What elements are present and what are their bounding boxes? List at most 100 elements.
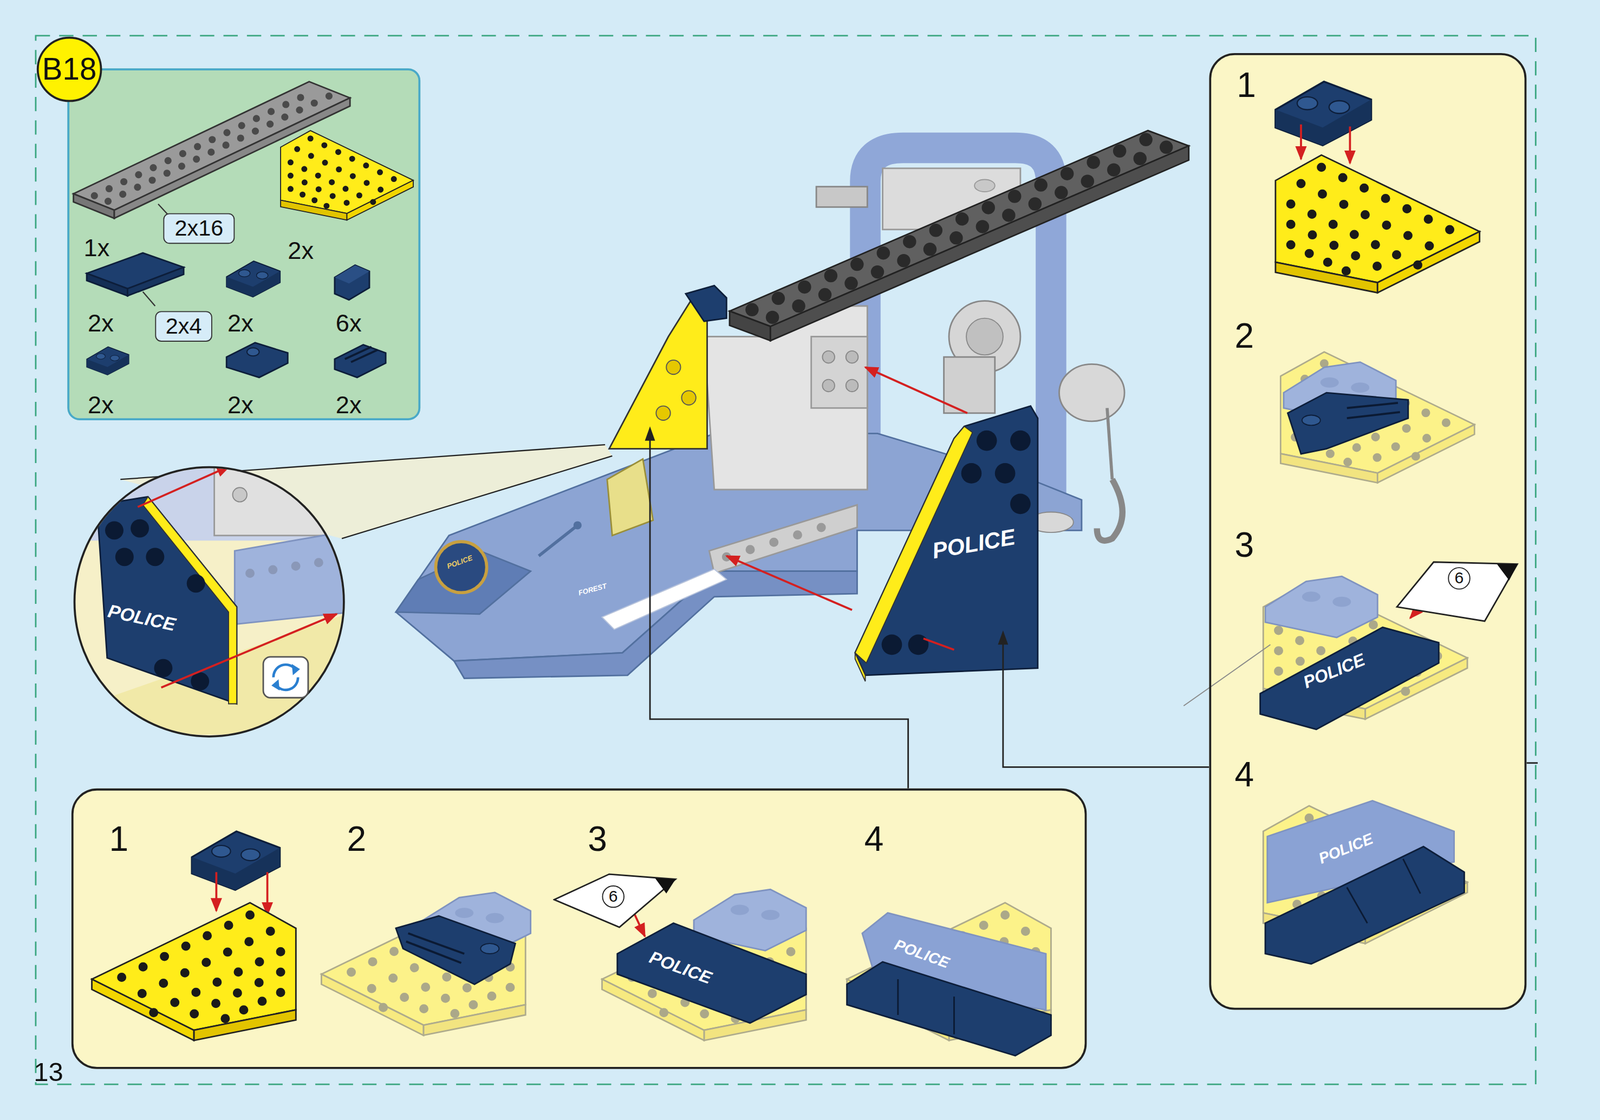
sub-steps-bottom <box>617 922 807 1024</box>
detail-inset <box>96 496 237 704</box>
vehicle-model <box>865 367 968 414</box>
vehicle-model <box>609 295 708 450</box>
sub-steps-right <box>1183 53 1527 1011</box>
page-frame <box>35 35 1536 1085</box>
parts-panel: 1x2x2x2x6x2x2x2x2x162x4 <box>67 68 421 421</box>
vehicle-model <box>846 350 859 364</box>
vehicle-model <box>685 285 727 322</box>
sub-steps-right <box>1402 859 1421 894</box>
vehicle-model <box>607 459 654 536</box>
vehicle-model <box>944 356 995 414</box>
sub-steps-bottom <box>847 961 1052 1056</box>
step-number: 3 <box>587 821 608 856</box>
vehicle-model <box>846 379 859 393</box>
parts-list <box>345 346 372 360</box>
sub-steps-right <box>1260 627 1440 730</box>
detail-inset <box>115 547 134 567</box>
vehicle-model <box>961 463 982 484</box>
sticker-number: 6 <box>1447 567 1471 590</box>
parts-list <box>142 291 156 307</box>
vehicle-model <box>726 520 845 558</box>
vehicle-model <box>1096 479 1123 541</box>
vehicle-model <box>1010 493 1031 515</box>
vehicle-model <box>966 318 1004 356</box>
vehicle-model <box>709 504 857 574</box>
page-frame <box>35 35 1536 1085</box>
detail-inset <box>214 438 337 536</box>
parts-list <box>226 342 288 378</box>
label-text: 2x4 <box>165 315 203 338</box>
parts-list <box>334 345 386 378</box>
sub-steps-bottom <box>406 941 462 964</box>
sub-steps-bottom <box>215 872 218 912</box>
sub-steps-right <box>1275 154 1480 293</box>
vehicle-model <box>435 541 487 593</box>
vehicle-model <box>994 463 1016 484</box>
detail-inset <box>234 530 353 624</box>
step-number: 4 <box>864 821 884 856</box>
part-count: 1x <box>83 235 110 260</box>
pointer-line <box>645 426 656 441</box>
vehicle-model <box>923 638 955 650</box>
label-text: 2x16 <box>174 217 224 240</box>
parts-list <box>280 130 414 220</box>
part-count: 6x <box>335 310 362 336</box>
parts-list <box>350 349 378 363</box>
vehicle-model <box>538 525 578 557</box>
vehicle-model <box>816 186 868 208</box>
detail-inset <box>341 456 613 539</box>
parts-list <box>334 265 370 301</box>
sub-steps-right <box>1265 846 1465 965</box>
detail-inset <box>137 466 230 507</box>
vehicle-model <box>881 634 903 655</box>
vehicle-model <box>770 145 1189 341</box>
step-badge: B18 <box>36 36 103 103</box>
vehicle-model <box>908 634 929 655</box>
sub-steps-bottom <box>953 996 955 1035</box>
pointer-line <box>1526 762 1538 764</box>
step-number: 1 <box>109 821 129 856</box>
vehicle-model <box>602 569 727 630</box>
sub-steps-right <box>1347 402 1398 408</box>
sticker-shape <box>1396 562 1518 622</box>
sticker-callout: 6 <box>553 870 678 933</box>
sticker-number: 6 <box>602 885 625 908</box>
detail-inset <box>145 547 165 567</box>
sub-steps-bottom <box>896 979 899 1016</box>
vehicle-model <box>822 350 835 364</box>
step-number: 4 <box>1234 756 1255 792</box>
sub-steps-right <box>1347 412 1401 419</box>
vehicle-model <box>729 130 1189 327</box>
vehicle-model <box>681 390 696 405</box>
sub-steps-right <box>1208 53 1527 1011</box>
substep-panel: 12346 <box>71 788 1087 1070</box>
vehicle-model <box>811 336 868 409</box>
part-count: 2x <box>287 238 314 264</box>
sticker-callout: 6 <box>1394 557 1520 624</box>
vehicle-model <box>1107 407 1112 480</box>
sub-steps-right <box>1347 887 1368 924</box>
vehicle-model <box>751 139 1146 310</box>
sub-steps-bottom <box>71 788 1087 1070</box>
sub-steps-bottom <box>266 872 269 915</box>
sub-steps-right <box>1265 576 1378 638</box>
parts-list <box>226 261 281 297</box>
label-text: B18 <box>42 54 97 86</box>
detail-inset <box>142 496 237 704</box>
detail-inset <box>61 438 613 737</box>
sub-steps-right <box>1302 415 1321 426</box>
part-count: 2x <box>87 392 114 418</box>
vehicle-model <box>395 130 1189 682</box>
sub-steps-right <box>1280 352 1475 484</box>
part-count: 2x <box>335 392 362 418</box>
parts-list <box>86 273 128 296</box>
parts-list <box>86 346 129 375</box>
vehicle-model <box>1010 430 1031 452</box>
parts-list <box>127 267 184 296</box>
vehicle-model <box>822 379 835 393</box>
sub-steps-right <box>1275 81 1372 146</box>
sub-steps-bottom <box>395 915 516 985</box>
part-count: 2x <box>87 310 114 336</box>
